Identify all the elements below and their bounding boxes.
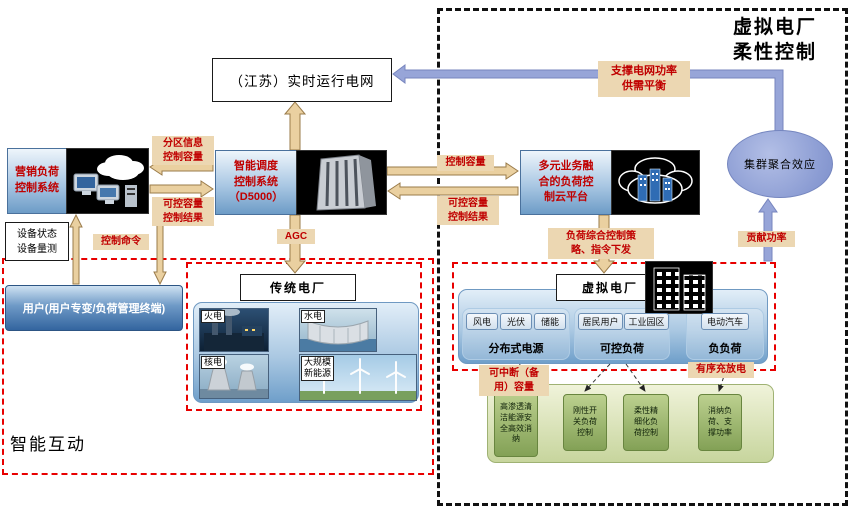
device-status-label: 设备状态 设备量测 — [5, 222, 69, 261]
virtual-plant-illustration — [645, 261, 713, 314]
contribution-power-label: 贡献功率 — [738, 231, 795, 247]
arrow-dispatch-to-grid — [283, 101, 307, 151]
partition-info-label: 分区信息 控制容量 — [152, 136, 214, 165]
buildings-icon — [646, 262, 712, 313]
smart-interaction-region — [2, 258, 434, 475]
hydro-power-label: 水电 — [301, 310, 326, 324]
nuclear-power-label: 核电 — [201, 356, 226, 370]
cluster-aggregation-node: 集群聚合效应 — [727, 130, 833, 198]
marketing-system-illustration — [66, 148, 149, 214]
function-support-power-box: 消纳负 荷、支 撑功率 — [698, 394, 742, 451]
electric-vehicle-chip: 电动汽车 — [701, 313, 749, 330]
arrow-marketing-to-dispatch — [149, 180, 214, 198]
industrial-park-chip: 工业园区 — [624, 313, 669, 330]
load-strategy-label: 负荷综合控制策 略、指令下发 — [548, 228, 654, 259]
controllable-load-label: 可控负荷 — [600, 343, 644, 355]
vpp-flexible-control-region — [437, 8, 848, 506]
controllable-result-left-label: 可控容量 控制结果 — [152, 197, 214, 226]
agc-label: AGC — [277, 229, 315, 244]
interruptible-capacity-label: 可中断（备 用）容量 — [479, 365, 549, 396]
function-rigid-switch-box: 刚性开 关负荷 控制 — [563, 394, 607, 451]
realtime-grid-node: （江苏）实时运行电网 — [212, 58, 392, 102]
distributed-generation-label: 分布式电源 — [488, 343, 544, 355]
marketing-load-control-node: 营销负荷 控制系统 — [7, 148, 67, 214]
vpp-region-title: 虚拟电厂 柔性控制 — [733, 17, 818, 63]
dispatch-system-illustration — [296, 150, 387, 215]
smart-interaction-title: 智能互动 — [10, 435, 86, 454]
function-clean-energy-box: 高渗透清 洁能源安 全高效消 纳 — [494, 390, 538, 457]
cloud-platform-node: 多元业务融 合的负荷控 制云平台 — [520, 150, 612, 215]
renewable-power-label: 大规模 新能源 — [301, 356, 335, 381]
function-flexible-control-box: 柔性精 细化负 荷控制 — [623, 394, 669, 451]
traditional-plant-title: 传统电厂 — [240, 274, 356, 301]
solar-power-chip: 光伏 — [500, 313, 532, 330]
cloud-buildings-icon — [612, 151, 699, 214]
residential-user-chip: 居民用户 — [578, 313, 623, 330]
dispatch-system-node: 智能调度 控制系统 （D5000） — [215, 150, 297, 215]
computer-cloud-icon — [67, 149, 148, 213]
cloud-platform-illustration — [611, 150, 700, 215]
orderly-charging-label: 有序充放电 — [688, 362, 754, 378]
wind-power-chip: 风电 — [466, 313, 498, 330]
user-node: 用户(用户专变/负荷管理终端) — [5, 285, 183, 331]
support-balance-label: 支撑电网功率 供需平衡 — [598, 61, 690, 97]
negative-load-label: 负负荷 — [708, 343, 742, 355]
control-capacity-label: 控制容量 — [437, 155, 494, 171]
controllable-result-right-label: 可控容量 控制结果 — [437, 196, 499, 225]
control-command-label: 控制命令 — [93, 234, 149, 250]
thermal-power-label: 火电 — [201, 310, 226, 324]
server-rack-icon — [297, 151, 386, 214]
hydro-power-photo — [299, 308, 377, 352]
storage-chip: 储能 — [534, 313, 566, 330]
